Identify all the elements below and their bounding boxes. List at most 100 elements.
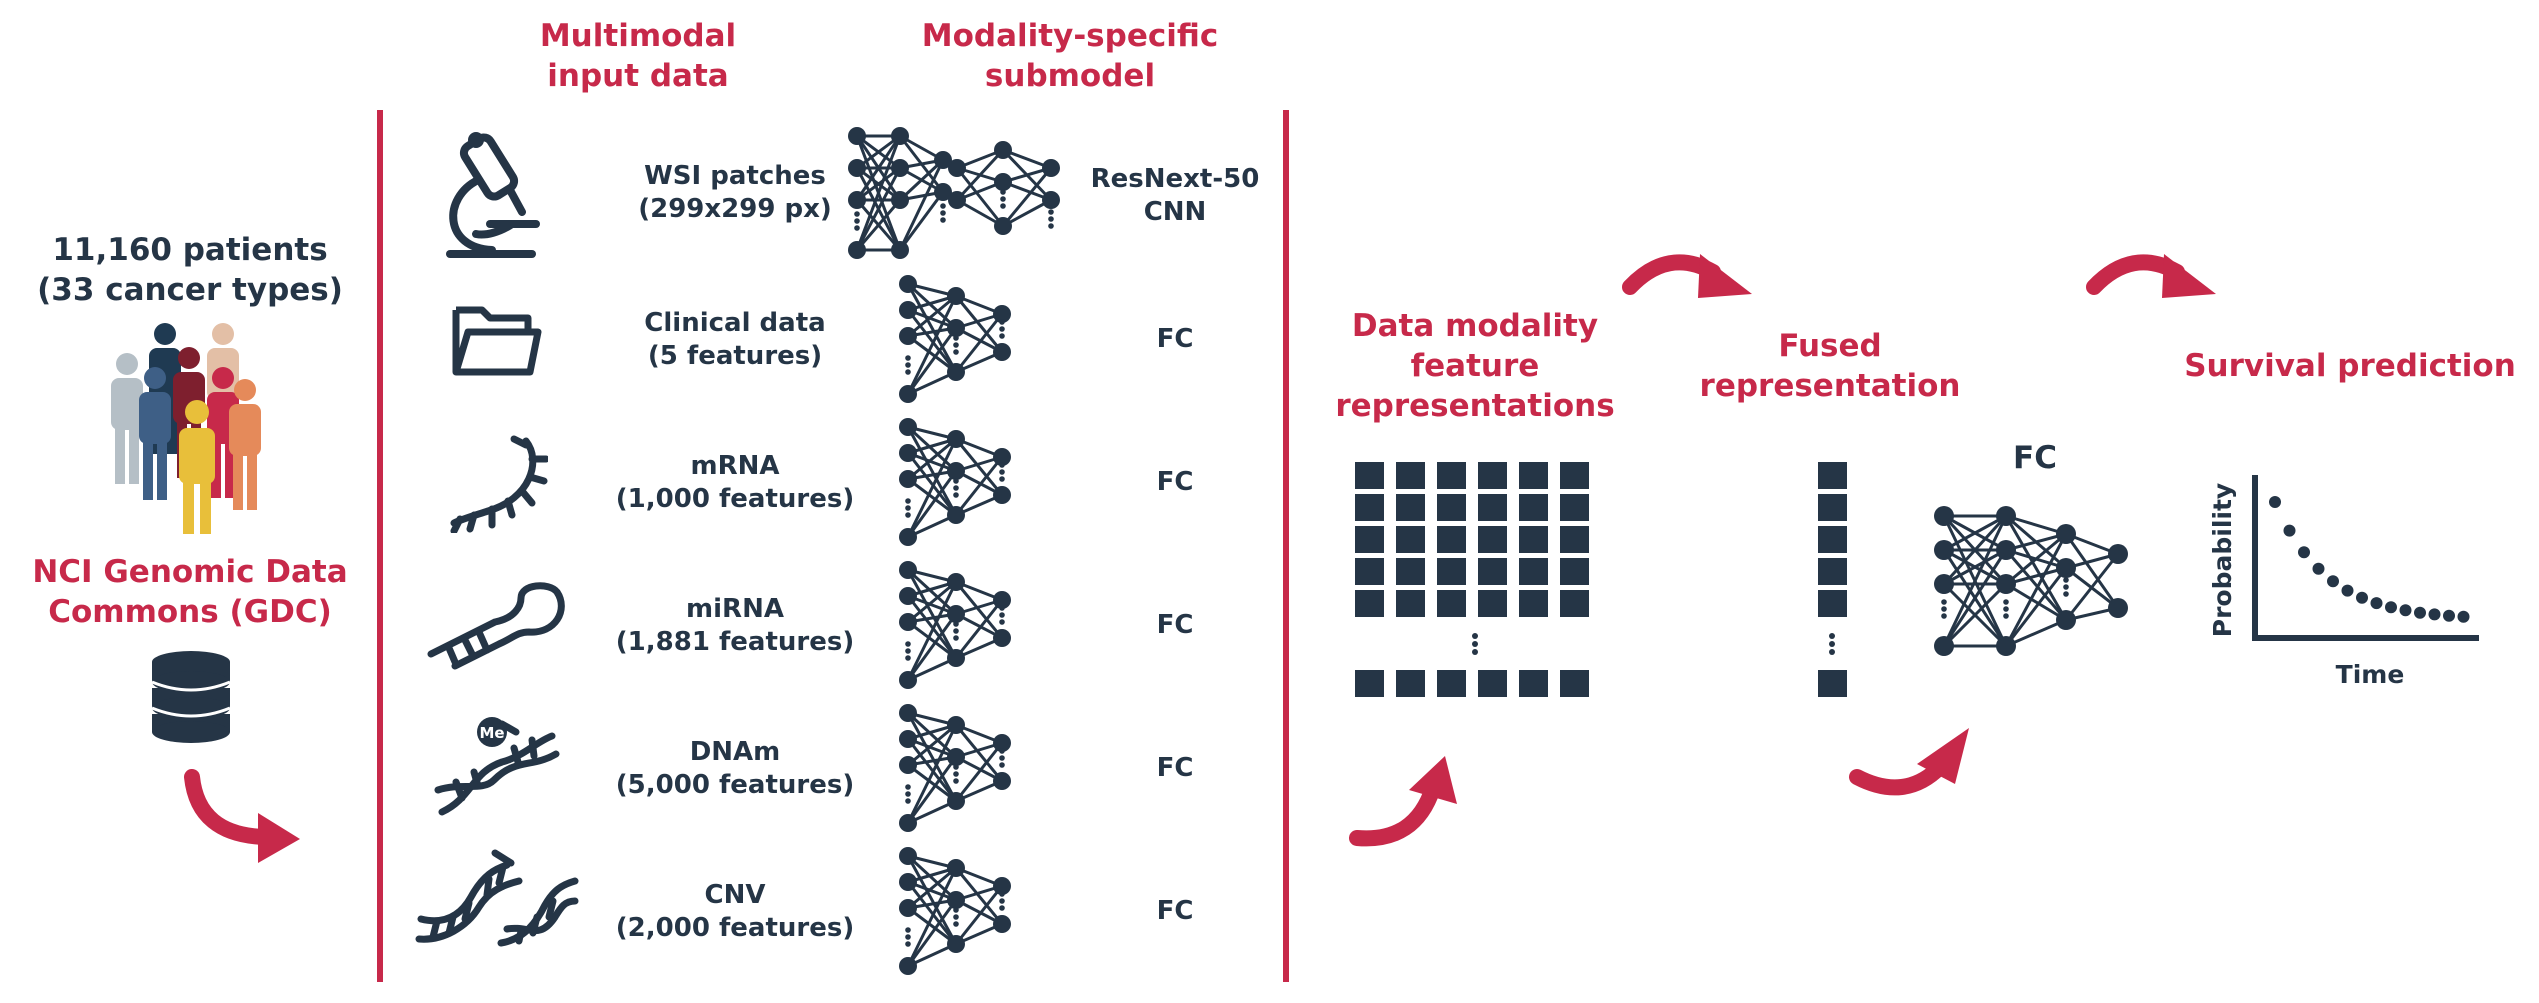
- network-node: [947, 935, 965, 953]
- network-node: [1934, 506, 1954, 526]
- feature-cell: [1396, 590, 1425, 617]
- network-node: [899, 847, 917, 865]
- network-ellipsis-dot: [953, 485, 959, 491]
- network-node: [899, 528, 917, 546]
- network-ellipsis-dot: [953, 349, 959, 355]
- source-label: NCI Genomic Data Commons (GDC): [10, 552, 370, 632]
- network-ellipsis-dot: [953, 478, 959, 484]
- fused-representation-label: Fused representation: [1680, 326, 1980, 406]
- submodel-cnv-label: FC: [1156, 896, 1194, 926]
- network-ellipsis-dot: [999, 762, 1005, 768]
- fused-line1: Fused: [1778, 328, 1882, 364]
- feature-cell: [1355, 558, 1384, 585]
- network-edge: [906, 581, 958, 681]
- network-node: [891, 191, 909, 209]
- network-ellipsis-dot: [2063, 591, 2069, 597]
- network-node: [891, 127, 909, 145]
- network-edge: [954, 599, 1004, 659]
- survival-point: [2443, 609, 2455, 622]
- network-ellipsis-dot: [905, 941, 911, 947]
- network-node: [947, 716, 965, 734]
- network-ellipsis-dot: [854, 225, 860, 231]
- modality-clinical-label: Clinical data (5 features): [590, 307, 880, 373]
- network-edge: [898, 159, 945, 251]
- modality-clinical-name: Clinical data: [644, 308, 826, 338]
- network-ellipsis-dot: [1048, 223, 1054, 229]
- feature-cell: [1519, 670, 1548, 697]
- network-node: [848, 159, 866, 177]
- fused-cell: [1818, 590, 1847, 617]
- survival-prediction-label: Survival prediction: [2184, 348, 2516, 384]
- network-edge: [906, 756, 958, 824]
- network-node: [2056, 524, 2076, 544]
- network-edge: [955, 167, 1005, 227]
- survival-point: [2399, 604, 2412, 617]
- network-ellipsis-dot: [2063, 584, 2069, 590]
- network-edge: [1942, 582, 2008, 648]
- arrow-features-to-fused: [1622, 254, 1752, 298]
- left-separator: [377, 110, 383, 982]
- feature-cell: [1478, 494, 1507, 521]
- arrow-source-to-inputs: [184, 769, 300, 863]
- network-edge: [906, 438, 958, 538]
- network-node: [947, 462, 965, 480]
- network-node: [993, 591, 1011, 609]
- network-edge: [2004, 515, 2068, 621]
- network-ellipsis-dot: [1941, 606, 1947, 612]
- survival-point: [2341, 584, 2354, 597]
- modality-dnam-label: DNAm (5,000 features): [590, 736, 880, 802]
- network-node: [948, 191, 966, 209]
- methylated-dna-icon: Me: [434, 717, 560, 816]
- submodel-mrna-label: FC: [1156, 467, 1194, 497]
- survival-point: [2457, 610, 2470, 623]
- network-ellipsis-dot: [905, 655, 911, 661]
- network-node: [993, 343, 1011, 361]
- network-node: [899, 671, 917, 689]
- mirna-hairpin-icon: [427, 582, 565, 670]
- feature-cell: [1355, 670, 1384, 697]
- feature-cell: [1396, 526, 1425, 553]
- network-ellipsis-dot: [953, 764, 959, 770]
- modality-mirna-detail: (1,881 features): [615, 627, 855, 657]
- source-line2: Commons (GDC): [48, 594, 332, 630]
- modality-mrna-detail: (1,000 features): [615, 484, 855, 514]
- network-edge: [1002, 198, 1052, 228]
- network-node: [993, 877, 1011, 895]
- header-submodel-line2: submodel: [984, 58, 1156, 94]
- network-node: [993, 772, 1011, 790]
- network-node: [899, 301, 917, 319]
- network-ellipsis-dot: [2003, 613, 2009, 619]
- network-node: [994, 217, 1012, 235]
- submodel-dnam-label: FC: [1156, 753, 1194, 783]
- fused-vector-icon: [1818, 462, 1847, 697]
- network-node: [947, 748, 965, 766]
- network-ellipsis-dot: [953, 335, 959, 341]
- network-edge: [954, 867, 1004, 925]
- feature-cell: [1355, 462, 1384, 489]
- network-node: [993, 448, 1011, 466]
- network-node: [899, 814, 917, 832]
- network-node: [899, 561, 917, 579]
- network-ellipsis-dot: [999, 755, 1005, 761]
- network-edge: [954, 295, 1004, 353]
- network-edge: [906, 569, 958, 659]
- network-ellipsis-dot: [999, 748, 1005, 754]
- network-node: [1934, 636, 1954, 656]
- network-ellipsis-dot: [2003, 606, 2009, 612]
- network-ellipsis-dot: [999, 612, 1005, 618]
- network-node: [947, 649, 965, 667]
- network-ellipsis-dot: [953, 771, 959, 777]
- feature-cell: [1519, 526, 1548, 553]
- network-ellipsis-dot: [999, 319, 1005, 325]
- network-edge: [1942, 514, 2008, 586]
- network-edge: [1943, 514, 2007, 552]
- methyl-badge-label: Me: [479, 724, 504, 742]
- network-edge: [2005, 566, 2067, 586]
- network-node: [947, 430, 965, 448]
- network-edge: [2005, 532, 2067, 552]
- network-edge: [898, 158, 945, 202]
- header-input-line2: input data: [547, 58, 729, 94]
- network-node: [2056, 610, 2076, 630]
- network-ellipsis-dot: [905, 641, 911, 647]
- modality-wsi-name: WSI patches: [644, 161, 826, 191]
